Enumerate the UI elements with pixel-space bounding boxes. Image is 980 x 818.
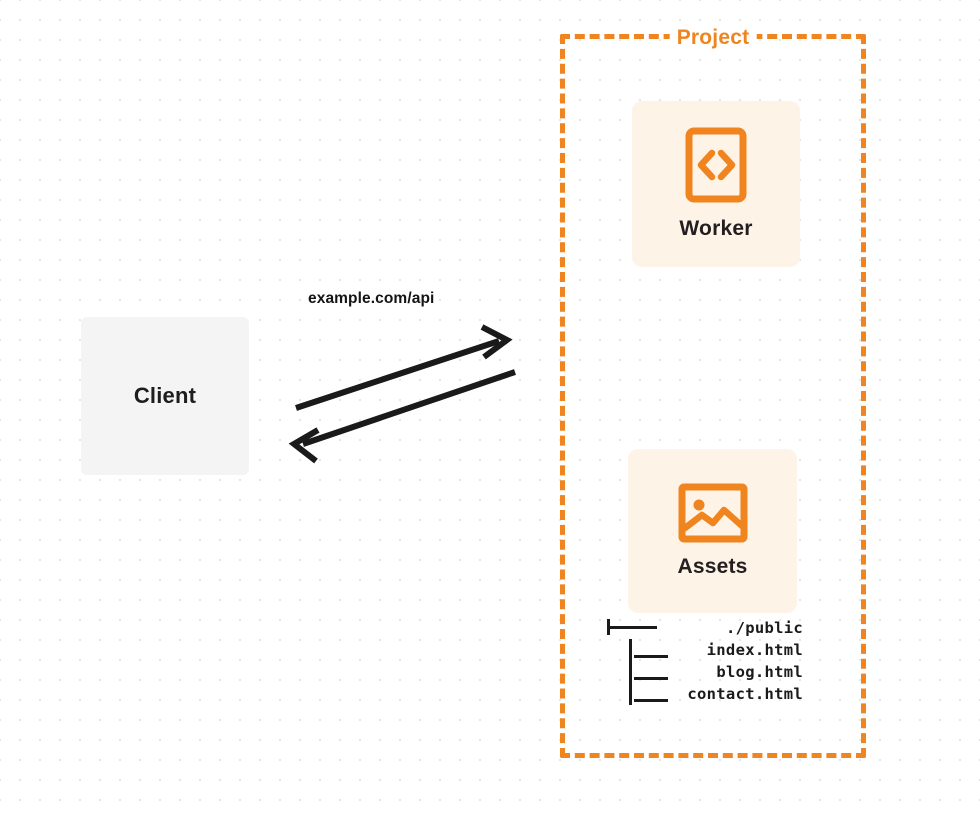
code-brackets-icon [685, 127, 747, 203]
tree-root-name: ./public [725, 619, 803, 637]
tree-row-child: blog.html [607, 661, 803, 683]
response-arrow-left [288, 369, 516, 464]
connection-label: example.com/api [308, 290, 435, 307]
project-title: Project [669, 26, 757, 50]
worker-node: Worker [632, 101, 800, 267]
assets-file-tree: ./public index.html blog.html contact.ht… [607, 617, 803, 705]
tree-branch-icon [607, 617, 657, 639]
tree-branch-icon [629, 639, 673, 661]
tree-child-name: contact.html [687, 685, 803, 703]
tree-child-name: index.html [706, 641, 803, 659]
assets-label: Assets [677, 555, 748, 578]
tree-row-child: index.html [607, 639, 803, 661]
request-arrow-right [295, 324, 513, 411]
tree-row-child: contact.html [607, 683, 803, 705]
tree-branch-icon [629, 683, 673, 705]
client-node: Client [81, 317, 249, 475]
client-label: Client [133, 383, 197, 408]
assets-node: Assets [628, 449, 797, 613]
project-container: Project [560, 26, 866, 758]
worker-label: Worker [679, 217, 753, 240]
tree-child-name: blog.html [716, 663, 803, 681]
tree-branch-icon [629, 661, 673, 683]
image-icon [678, 483, 748, 543]
tree-row-root: ./public [607, 617, 803, 639]
